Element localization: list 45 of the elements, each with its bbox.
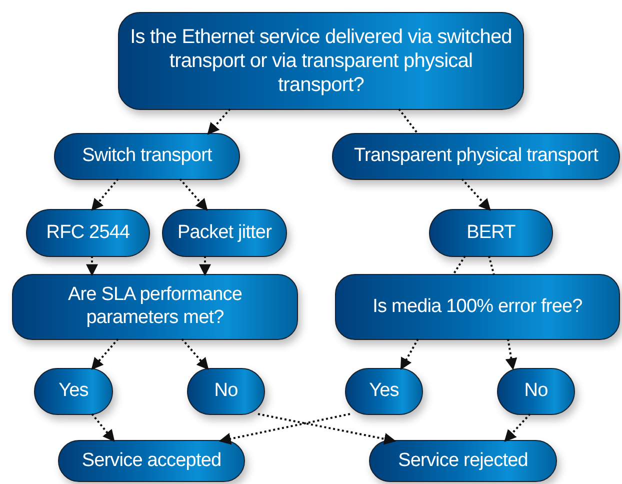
dotted-arrow — [505, 338, 518, 370]
decision-box — [12, 274, 298, 340]
process-box — [369, 440, 557, 482]
node-label: Transparent physical transport — [354, 145, 598, 168]
process-box — [26, 209, 150, 257]
dotted-arrow — [181, 338, 209, 370]
process-box — [497, 368, 575, 415]
dotted-arrow — [179, 178, 208, 211]
node-label: BERT — [466, 222, 516, 244]
dotted-arrow — [207, 108, 231, 135]
node-label: Switch transport — [82, 145, 212, 168]
process-box — [429, 209, 553, 257]
node-label: Is the Ethernet service delivered via switched transport or via transparent physical transport? — [129, 25, 513, 97]
dotted-connector — [488, 256, 495, 276]
process-box — [54, 133, 240, 180]
node-label: Packet jitter — [177, 222, 272, 244]
dotted-arrow — [461, 178, 491, 211]
process-box — [58, 440, 245, 482]
dotted-arrow — [91, 338, 119, 370]
dotted-arrow — [86, 256, 98, 276]
process-box — [187, 368, 265, 415]
dotted-arrow — [258, 413, 396, 445]
dotted-arrow — [91, 413, 115, 442]
node-label: Yes — [369, 380, 399, 403]
node-label: Service accepted — [82, 450, 222, 472]
dotted-arrow — [400, 338, 419, 370]
decision-box — [118, 12, 524, 110]
node-label: No — [524, 380, 548, 403]
node-label: Are SLA performance parameters met? — [66, 284, 244, 330]
node-label: RFC 2544 — [46, 222, 130, 244]
node-label: No — [214, 380, 238, 403]
decision-box — [335, 274, 620, 340]
process-box — [345, 368, 423, 415]
process-box — [34, 368, 113, 415]
process-box — [162, 209, 287, 257]
process-box — [332, 133, 620, 180]
dotted-arrow — [218, 413, 350, 445]
dotted-arrow — [504, 413, 531, 442]
dotted-connector — [452, 255, 466, 276]
node-label: Yes — [58, 380, 88, 403]
dotted-arrow — [199, 256, 211, 276]
dotted-connector — [398, 108, 419, 135]
node-label: Service rejected — [398, 450, 528, 472]
node-label: Is media 100% error free? — [372, 296, 582, 318]
dotted-arrow — [91, 178, 119, 211]
